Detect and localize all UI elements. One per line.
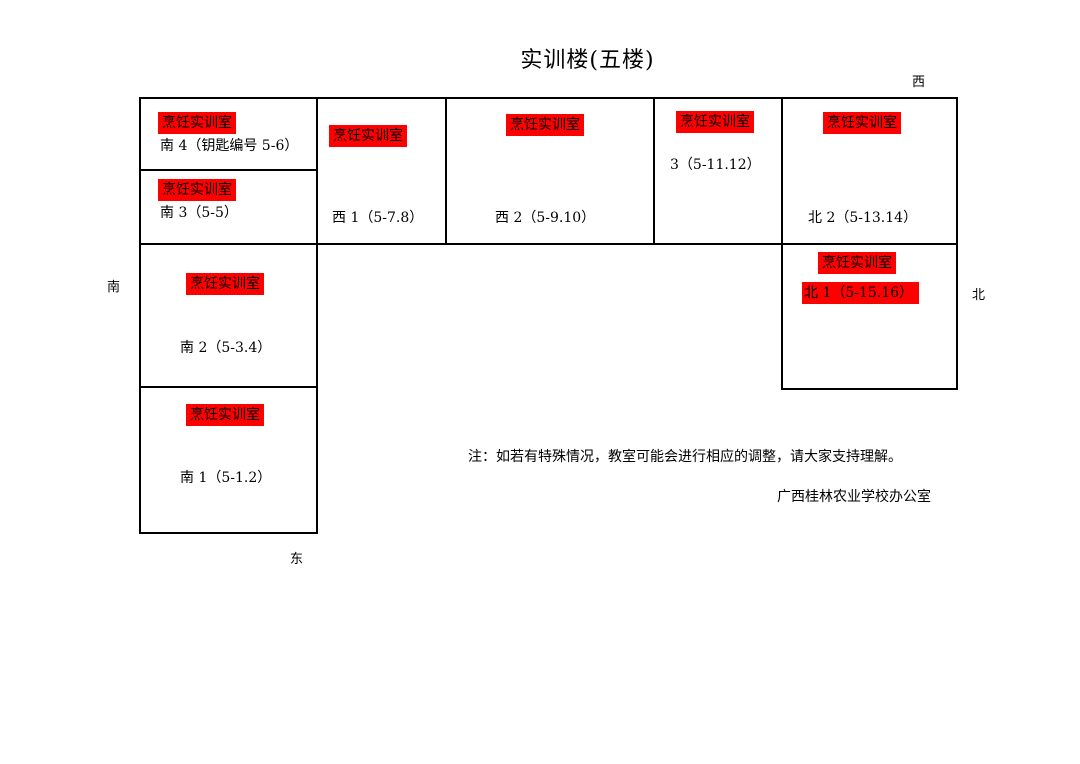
room-label-west2: 西 2（5-9.10）: [495, 210, 596, 226]
lab-tag-room3: 烹饪实训室: [676, 111, 754, 133]
room-label-south1: 南 1（5-1.2）: [180, 470, 272, 486]
room-north1: [781, 243, 958, 390]
lab-tag-north2: 烹饪实训室: [823, 112, 901, 134]
lab-tag-south1: 烹饪实训室: [186, 404, 264, 426]
lab-tag-south2: 烹饪实训室: [186, 273, 264, 295]
room-label-west1: 西 1（5-7.8）: [332, 210, 424, 226]
room-label-south3: 南 3（5-5）: [160, 205, 238, 221]
room-south4: [139, 97, 318, 171]
room-label-south2: 南 2（5-3.4）: [180, 340, 272, 356]
lab-tag-west2: 烹饪实训室: [506, 114, 584, 136]
room-south2: [139, 243, 318, 388]
adjustment-note: 注：如若有特殊情况，教室可能会进行相应的调整，请大家支持理解。: [468, 449, 902, 465]
lab-tag-north1: 烹饪实训室: [818, 252, 896, 274]
room-label-room3: 3（5-11.12）: [670, 157, 761, 173]
room-label-north2: 北 2（5-13.14）: [808, 210, 918, 226]
direction-east: 东: [290, 552, 304, 567]
office-signature: 广西桂林农业学校办公室: [777, 489, 931, 505]
direction-south: 南: [107, 280, 121, 295]
room-label-south4: 南 4（钥匙编号 5-6）: [160, 138, 299, 154]
lab-tag-west1: 烹饪实训室: [329, 125, 407, 147]
room-south1: [139, 386, 318, 534]
page-title: 实训楼(五楼): [520, 48, 655, 73]
room-label-north1: 北 1（5-15.16）: [802, 282, 920, 304]
lab-tag-south4: 烹饪实训室: [158, 112, 236, 134]
direction-west: 西: [912, 75, 926, 90]
lab-tag-south3: 烹饪实训室: [158, 179, 236, 201]
direction-north: 北: [972, 288, 986, 303]
